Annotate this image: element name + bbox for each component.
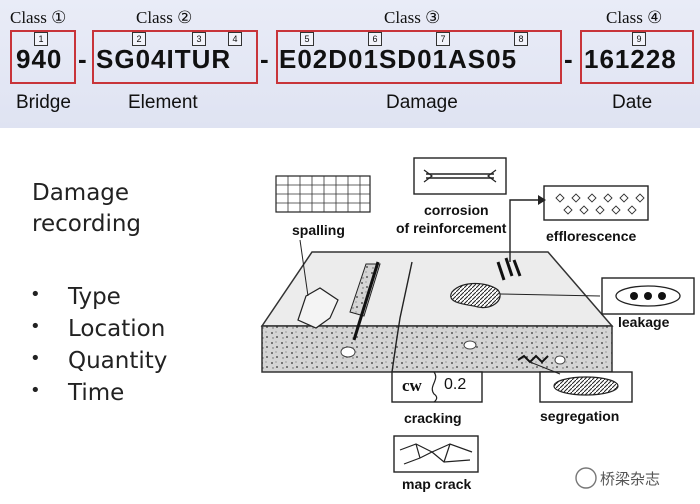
group-date: Date <box>612 92 653 113</box>
group-element: Element <box>128 92 198 113</box>
label-cracking: cracking <box>404 410 462 426</box>
slab-front-face <box>261 325 613 373</box>
label-map-crack: map crack <box>402 476 472 492</box>
class-3-label: Class ③ <box>384 8 441 27</box>
leakage-stain <box>450 282 501 309</box>
exposed-rebar <box>352 261 380 341</box>
watermark-text: 桥梁杂志 <box>600 471 661 488</box>
field-number-6: 6 <box>368 32 382 46</box>
label-leakage: leakage <box>618 314 670 330</box>
code-damage: E02D01SD01AS05 <box>279 44 518 74</box>
leakage-leader <box>499 293 601 297</box>
code-header <box>0 0 700 128</box>
corrosion-icon-box <box>413 157 507 195</box>
class-2-box <box>92 30 258 84</box>
panel-title-line-1: Damage <box>32 180 130 206</box>
aggregate-stone <box>340 346 356 358</box>
class-1-label: Class ① <box>10 8 67 27</box>
field-number-1: 1 <box>34 32 48 46</box>
leakage-dot <box>644 292 652 300</box>
rebar-end-marker <box>423 169 433 183</box>
crack-line <box>391 261 413 373</box>
code-element: SG04ITUR <box>96 44 232 74</box>
field-number-7: 7 <box>436 32 450 46</box>
code-bridge: 940 <box>16 44 63 74</box>
crack-width-box <box>391 371 483 403</box>
field-number-5: 5 <box>300 32 314 46</box>
efflorescence-drips <box>496 257 522 281</box>
class-2-label: Class ② <box>136 8 193 27</box>
arrow-head <box>538 195 546 205</box>
class-4-label: Class ④ <box>606 8 663 27</box>
bullet-symbol: • <box>30 348 41 369</box>
class-4-box <box>580 30 694 84</box>
aggregate-stone <box>554 355 566 365</box>
bullet-symbol: • <box>30 380 41 401</box>
aggregate-stone <box>463 340 477 350</box>
code-dash-2: - <box>260 44 270 74</box>
segregation-mark <box>517 354 549 364</box>
bullet-time: Time <box>68 380 125 406</box>
field-number-4: 4 <box>228 32 242 46</box>
bullet-symbol: • <box>30 284 41 305</box>
code-date: 161228 <box>584 44 677 74</box>
class-3-box <box>276 30 562 84</box>
rebar-end-marker <box>487 169 497 183</box>
group-bridge: Bridge <box>16 92 71 113</box>
label-corrosion-2: of reinforcement <box>396 220 507 236</box>
group-damage: Damage <box>386 92 458 113</box>
label-efflorescence: efflorescence <box>546 228 637 244</box>
label-spalling: spalling <box>292 222 345 238</box>
efflorescence-icon-box <box>543 185 649 221</box>
crack-box-code: cw <box>402 376 422 395</box>
label-segregation: segregation <box>540 408 620 424</box>
bullet-type: Type <box>68 284 121 310</box>
spalling-grid-lines <box>276 176 370 212</box>
field-number-3: 3 <box>192 32 206 46</box>
watermark-logo-icon <box>575 467 597 489</box>
leakage-dot <box>630 292 638 300</box>
class-1-box <box>10 30 76 84</box>
segregation-leader <box>529 361 561 375</box>
segregation-ellipse <box>553 376 619 396</box>
bullet-symbol: • <box>30 316 41 337</box>
crack-box-divider <box>431 371 438 403</box>
label-corrosion-1: corrosion <box>424 202 489 218</box>
field-number-2: 2 <box>132 32 146 46</box>
code-dash-1: - <box>78 44 88 74</box>
spalling-leader <box>299 239 309 297</box>
code-dash-3: - <box>564 44 574 74</box>
spalling-damage <box>297 287 339 329</box>
map-crack-icon-box <box>393 435 479 473</box>
field-number-9: 9 <box>632 32 646 46</box>
map-crack-pattern <box>399 443 473 465</box>
efflorescence-arrow <box>509 199 538 262</box>
field-number-8: 8 <box>514 32 528 46</box>
panel-title-line-2: recording <box>32 211 142 237</box>
bullet-location: Location <box>68 316 166 342</box>
crack-box-width: 0.2 <box>444 376 467 393</box>
leakage-dot <box>658 292 666 300</box>
bullet-quantity: Quantity <box>68 348 168 374</box>
efflorescence-stars <box>555 193 645 215</box>
